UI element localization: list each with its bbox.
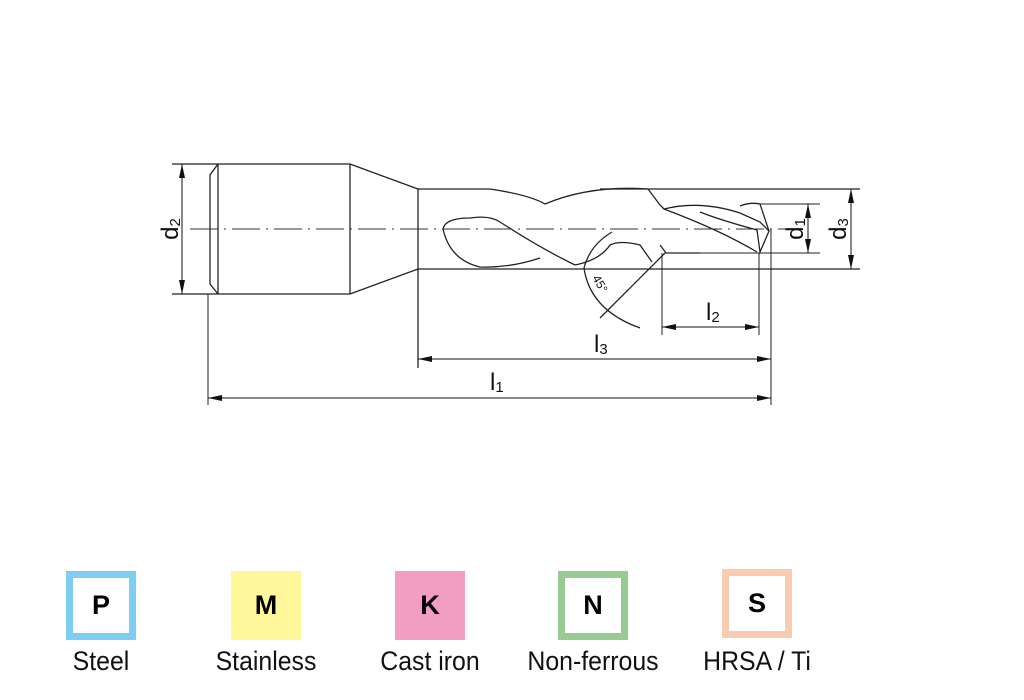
label-l3: l3 — [594, 331, 608, 358]
material-label-cast-iron: Cast iron — [380, 646, 480, 676]
label-l1: l1 — [490, 369, 504, 396]
label-d3: d3 — [825, 218, 852, 240]
material-label-stainless: Stainless — [215, 646, 317, 676]
extension-lines — [172, 163, 820, 405]
label-d2: d2 — [157, 218, 184, 240]
badge-letter: S — [747, 588, 766, 618]
label-l2: l2 — [706, 299, 720, 326]
dimension-lines — [179, 164, 854, 401]
tool-outline — [172, 163, 860, 368]
material-label-steel: Steel — [72, 646, 130, 676]
badge-letter: P — [91, 590, 110, 620]
material-badge-s: S — [722, 569, 792, 638]
label-d1: d1 — [782, 218, 809, 240]
badge-letter: M — [254, 590, 278, 620]
material-label-non-ferrous: Non-ferrous — [527, 646, 659, 676]
material-label-hrsa-ti: HRSA / Ti — [703, 646, 811, 676]
badge-letter: K — [420, 590, 440, 620]
badge-letter: N — [583, 590, 603, 620]
material-badge-n: N — [558, 571, 628, 640]
material-badge-k: K — [395, 571, 465, 640]
material-badge-m: M — [231, 571, 301, 640]
end-mill-technical-drawing: d2 d1 d3 l1 l3 l2 45° — [157, 163, 860, 405]
material-badge-p: P — [66, 571, 136, 640]
